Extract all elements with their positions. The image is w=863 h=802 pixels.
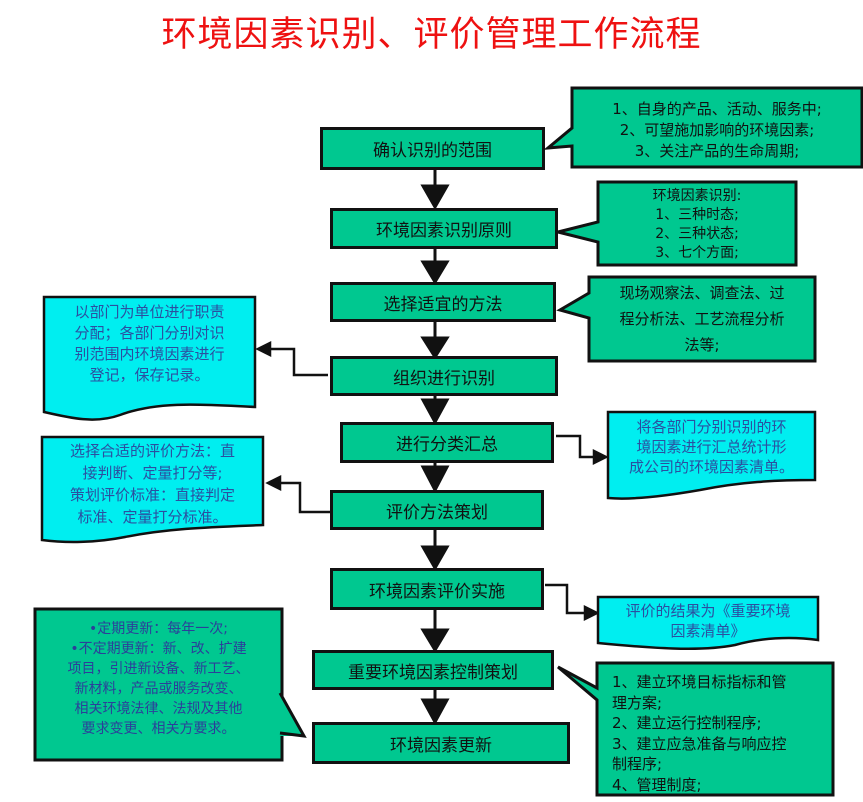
callout-method-shape xyxy=(556,275,817,363)
note-control-line: 制程序; xyxy=(612,755,663,773)
note-update-line: •不定期更新：新、改、扩建 xyxy=(70,641,247,657)
note-organize-line: 别范围内环境因素进行 xyxy=(74,345,225,363)
arrowhead-4-5 xyxy=(420,398,450,426)
side-connectors xyxy=(255,340,609,622)
callout-control-shape xyxy=(557,661,835,797)
doc-organize-shape xyxy=(42,295,257,421)
step-significant-control-planning: 重要环境因素控制策划 xyxy=(312,650,554,690)
callout-scope-shape xyxy=(543,86,863,169)
note-update-line: 新材料，产品或服务改变、 xyxy=(74,681,243,697)
note-summary-line: 成公司的环境因素清单。 xyxy=(628,458,794,476)
note-control-line: 4、管理制度; xyxy=(612,775,702,794)
note-control-line: 3、建立应急准备与响应控 xyxy=(612,734,787,753)
note-principle-line: 环境因素识别: xyxy=(652,188,742,204)
note-scope: 1、自身的产品、活动、服务中; 2、可望施加影响的环境因素; 3、关注产品的生命… xyxy=(574,90,860,165)
callout-update-shape xyxy=(33,607,284,762)
step-choose-method: 选择适宜的方法 xyxy=(330,282,556,322)
connector-eval-method xyxy=(278,481,330,514)
note-organize: 以部门为单位进行职责 分配；各部门分别对识 别范围内环境因素进行 登记，保存记录… xyxy=(46,299,253,389)
note-evaluation-method-line: 标准、定量打分标准。 xyxy=(77,508,228,526)
step-identification-principle: 环境因素识别原则 xyxy=(330,208,558,249)
note-principle-line: 3、七个方面; xyxy=(655,245,739,261)
page-title: 环境因素识别、评价管理工作流程 xyxy=(161,15,702,55)
note-evaluation-method-line: 策划评价标准：直接判定 xyxy=(69,486,235,504)
doc-summary-shape xyxy=(606,410,817,500)
step-confirm-scope: 确认识别的范围 xyxy=(320,127,545,170)
note-scope-line: 1、自身的产品、活动、服务中; xyxy=(612,99,822,118)
note-method: 现场观察法、调查法、过 程分析法、工艺流程分析 法等; xyxy=(591,279,813,359)
note-principle-line: 1、三种时态; xyxy=(655,207,739,223)
note-evaluation-result: 评价的结果为《重要环境 因素清单》 xyxy=(600,599,816,643)
note-summary-line: 将各部门分别识别的环 xyxy=(636,418,787,436)
note-control-line: 2、建立运行控制程序; xyxy=(612,714,762,732)
note-evaluation-method-line: 选择合适的评价方法：直 xyxy=(69,442,235,460)
note-evaluation-result-line: 评价的结果为《重要环境 xyxy=(625,602,791,620)
arrowhead-8-9 xyxy=(420,698,450,726)
note-method-line: 现场观察法、调查法、过 xyxy=(619,284,785,302)
connector-organize xyxy=(268,347,328,377)
note-organize-line: 分配；各部门分别对识 xyxy=(74,324,225,342)
note-control: 1、建立环境目标指标和管 理方案; 2、建立运行控制程序; 3、建立应急准备与响… xyxy=(612,668,832,793)
step-environmental-update: 环境因素更新 xyxy=(312,722,570,764)
note-summary-line: 境因素进行汇总统计形 xyxy=(636,438,787,456)
note-principle: 环境因素识别: 1、三种时态; 2、三种状态; 3、七个方面; xyxy=(600,184,794,263)
note-organize-line: 以部门为单位进行职责 xyxy=(74,303,225,321)
step-evaluation-implementation: 环境因素评价实施 xyxy=(330,568,544,610)
arrowhead-1-2 xyxy=(420,184,450,211)
note-control-line: 理方案; xyxy=(612,693,663,712)
callout-shapes xyxy=(33,86,863,797)
note-control-line: 1、建立环境目标指标和管 xyxy=(612,673,787,691)
arrowhead-5-6 xyxy=(420,465,450,494)
note-update: •定期更新：每年一次; •不定期更新：新、改、扩建 项目，引进新设备、新工艺、 … xyxy=(37,611,280,758)
flow-arrows xyxy=(420,170,450,726)
step-classify-summary: 进行分类汇总 xyxy=(340,422,554,463)
note-evaluation-method: 选择合适的评价方法：直 接判断、定量打分等; 策划评价标准：直接判定 标准、定量… xyxy=(44,439,261,529)
arrowhead-2-3 xyxy=(420,260,450,285)
connector-summary xyxy=(556,434,598,459)
note-scope-line: 3、关注产品的生命周期; xyxy=(634,141,800,160)
step-evaluation-method-planning: 评价方法策划 xyxy=(330,490,544,530)
note-scope-line: 2、可望施加影响的环境因素; xyxy=(619,120,815,139)
document-shapes xyxy=(40,295,820,650)
note-update-line: 相关环境法律、法规及其他 xyxy=(74,701,243,717)
note-evaluation-method-line: 接判断、定量打分等; xyxy=(82,464,223,482)
connector-organize-head xyxy=(255,340,272,358)
step-organize-identification: 组织进行识别 xyxy=(330,356,558,396)
note-principle-line: 2、三种状态; xyxy=(655,226,739,242)
connector-eval-result xyxy=(545,583,588,615)
connector-summary-head xyxy=(592,448,609,466)
arrowhead-3-4 xyxy=(420,336,450,360)
note-update-line: 要求变更、相关方要求。 xyxy=(81,721,236,737)
note-summary: 将各部门分别识别的环 境因素进行汇总统计形 成公司的环境因素清单。 xyxy=(610,414,813,480)
note-update-line: •定期更新：每年一次; xyxy=(89,621,228,637)
arrowhead-7-8 xyxy=(420,628,450,653)
note-update-line: 项目，引进新设备、新工艺、 xyxy=(67,661,250,677)
doc-eval-method-shape xyxy=(40,435,265,544)
note-evaluation-result-line: 因素清单》 xyxy=(670,622,746,640)
note-method-line: 程分析法、工艺流程分析 xyxy=(619,310,785,328)
connector-eval-result-head xyxy=(583,604,600,622)
note-organize-line: 登记，保存记录。 xyxy=(89,366,210,384)
connector-eval-method-head xyxy=(265,474,282,492)
callout-update-tail-line xyxy=(278,692,307,738)
doc-eval-result-shape xyxy=(596,595,820,650)
callout-principle-shape xyxy=(557,180,798,267)
arrowhead-6-7 xyxy=(420,545,450,572)
note-method-line: 法等; xyxy=(684,336,720,354)
